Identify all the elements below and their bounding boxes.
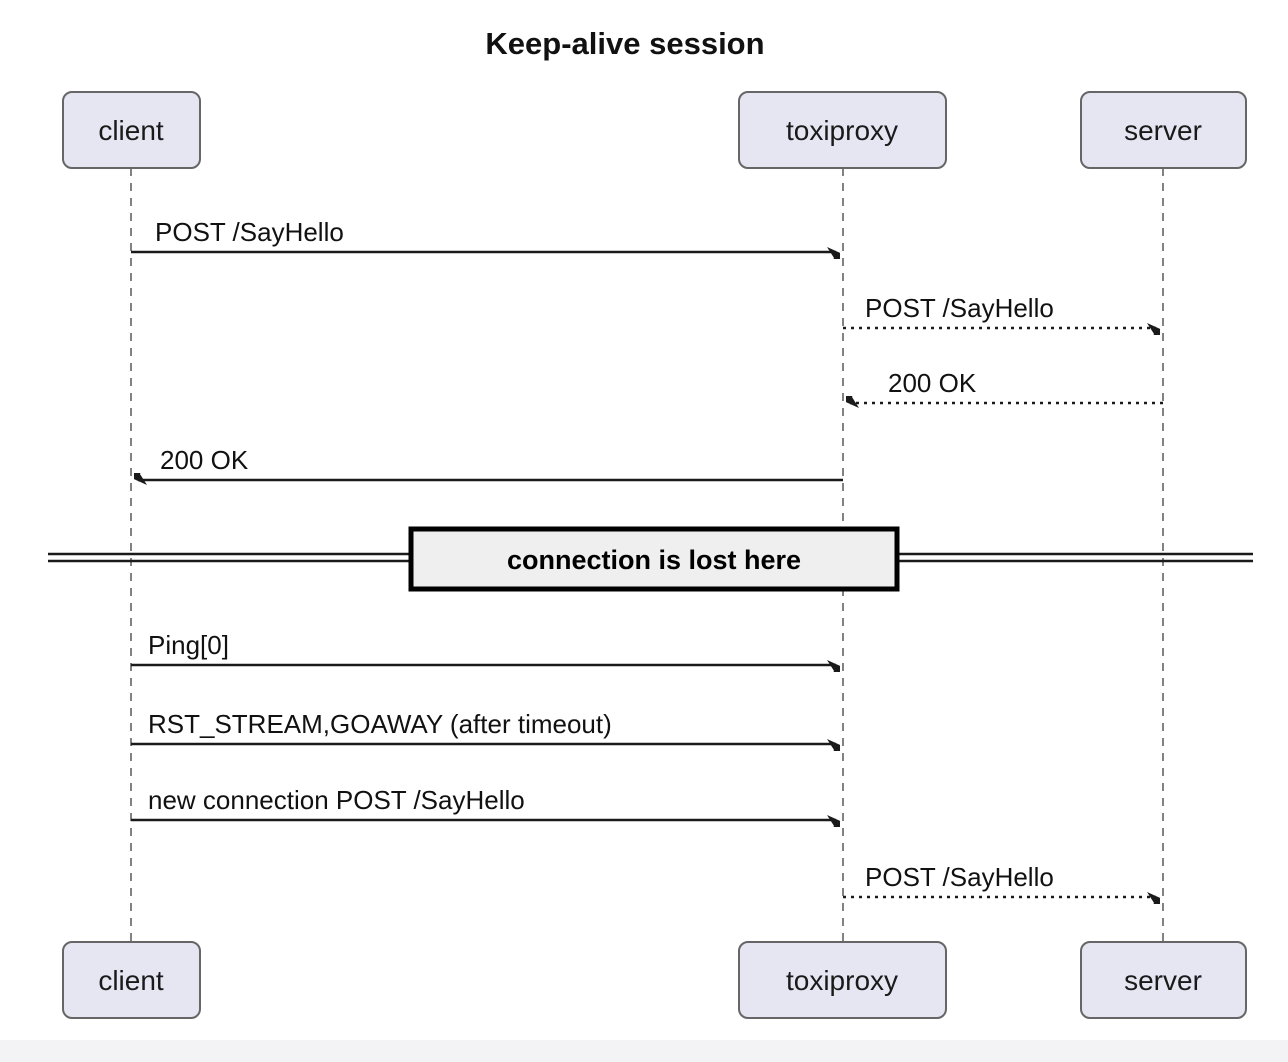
divider-box: [408, 526, 900, 592]
message-label: 200 OK: [888, 368, 977, 398]
actor-rect: [1080, 91, 1247, 169]
actor-rect: [62, 91, 201, 169]
actor-label: server: [1124, 115, 1202, 146]
footer-band: [0, 1040, 1288, 1062]
message-label: POST /SayHello: [155, 217, 344, 247]
message-label: Ping[0]: [148, 630, 229, 660]
message-label: POST /SayHello: [865, 862, 1054, 892]
message-label: 200 OK: [160, 445, 249, 475]
message-label: RST_STREAM,GOAWAY (after timeout): [148, 709, 612, 739]
divider-label: connection is lost here: [507, 545, 801, 575]
message-label: POST /SayHello: [865, 293, 1054, 323]
actor-rect: [1080, 941, 1247, 1019]
actor-rect: [738, 941, 947, 1019]
actor-label: toxiproxy: [786, 115, 898, 146]
actor-rect: [62, 941, 201, 1019]
actor-label: server: [1124, 965, 1202, 996]
actor-box-toxiproxy-bottom: toxiproxy: [738, 941, 947, 1019]
actor-label: toxiproxy: [786, 965, 898, 996]
actor-box-server-top: server: [1080, 91, 1247, 169]
actor-rect: [738, 91, 947, 169]
actor-label: client: [98, 115, 164, 146]
actor-box-server-bottom: server: [1080, 941, 1247, 1019]
diagram-title: Keep-alive session: [485, 26, 764, 61]
actor-label: client: [98, 965, 164, 996]
actor-box-toxiproxy-top: toxiproxy: [738, 91, 947, 169]
actor-box-client-bottom: client: [62, 941, 201, 1019]
message-label: new connection POST /SayHello: [148, 785, 525, 815]
actor-box-client-top: client: [62, 91, 201, 169]
